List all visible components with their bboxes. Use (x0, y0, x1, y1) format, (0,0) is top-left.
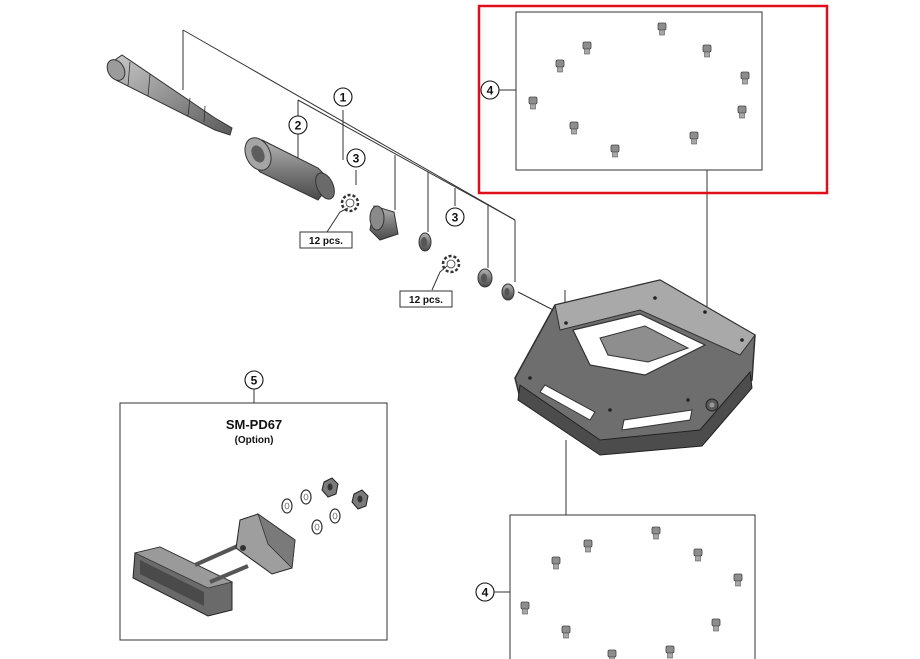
washer (300, 489, 312, 505)
callout-3b: 3 (445, 207, 465, 227)
callout-2-label: 2 (295, 119, 302, 133)
axle-bushing (244, 137, 335, 201)
callout-2: 2 (288, 115, 308, 135)
sleeve (369, 205, 399, 241)
highlight-frame (477, 4, 829, 195)
nut (321, 477, 339, 498)
reflector (132, 546, 234, 617)
callout-4b-label: 4 (482, 586, 489, 600)
lock-nut (477, 268, 493, 288)
washer (281, 498, 293, 514)
pedal-axle (106, 54, 233, 136)
nut (351, 489, 369, 510)
callout-5: 5 (244, 370, 264, 403)
option-title: SM-PD67 (226, 417, 282, 432)
end-cap (501, 283, 515, 301)
ball-bearing-ring (441, 254, 461, 274)
reflector-bracket (235, 512, 296, 575)
ball-bearing-ring (340, 193, 360, 213)
small-bushing (418, 232, 432, 252)
callout-1-label: 1 (340, 91, 347, 105)
callout-3b-label: 3 (452, 211, 459, 225)
option-box: SM-PD67 (Option) (119, 402, 388, 641)
callout-5-label: 5 (251, 374, 258, 388)
pin-set-box-top: 4 (480, 11, 763, 171)
option-subtitle: (Option) (235, 435, 274, 446)
qty-label-2-text: 12 pcs. (409, 295, 443, 306)
washer (311, 519, 323, 535)
qty-label-1: 12 pcs. (299, 231, 353, 249)
callout-1: 1 (333, 87, 353, 107)
washer (329, 508, 341, 524)
pin-set-box-bottom: 4 (475, 514, 756, 659)
callout-3a-label: 3 (353, 152, 360, 166)
callout-4a-label: 4 (487, 84, 494, 98)
pedal-body (514, 279, 756, 456)
callout-3a: 3 (346, 148, 366, 168)
qty-label-1-text: 12 pcs. (309, 236, 343, 247)
qty-label-2: 12 pcs. (399, 290, 453, 308)
